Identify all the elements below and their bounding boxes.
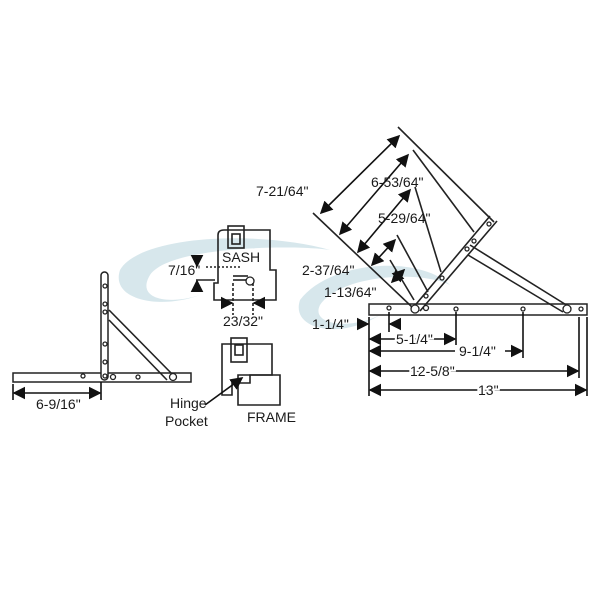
arm-dim-4: 2-37/64" <box>302 262 354 278</box>
base-dim-2: 5-1/4" <box>396 331 433 347</box>
hinge-pocket-label-line1: Hinge <box>170 395 207 411</box>
hinge-pocket-label-line2: Pocket <box>165 413 208 429</box>
base-dim-5: 13" <box>478 382 499 398</box>
right-hinge <box>312 126 588 397</box>
sash-offset-label: 23/32" <box>223 313 263 329</box>
base-dim-1: 1-1/4" <box>312 316 349 332</box>
frame-detail <box>204 337 281 406</box>
arm-dim-1: 7-21/64" <box>256 183 308 199</box>
hole-icon <box>80 283 178 382</box>
arm-dim-2: 6-53/64" <box>371 174 423 190</box>
pocket-arrow <box>204 377 244 406</box>
hole-icon <box>386 221 584 314</box>
left-width-label: 6-9/16" <box>36 396 81 412</box>
arm-dim-5: 1-13/64" <box>324 284 376 300</box>
frame-label: FRAME <box>247 409 296 425</box>
left-hinge <box>12 271 192 400</box>
arm-dim-3: 5-29/64" <box>378 210 430 226</box>
sash-detail <box>190 225 277 315</box>
sash-label: SASH <box>222 249 260 265</box>
sash-height-label: 7/16" <box>168 262 200 278</box>
watermark-logo <box>118 238 450 330</box>
base-dim-3: 9-1/4" <box>459 343 496 359</box>
base-dim-4: 12-5/8" <box>410 363 455 379</box>
